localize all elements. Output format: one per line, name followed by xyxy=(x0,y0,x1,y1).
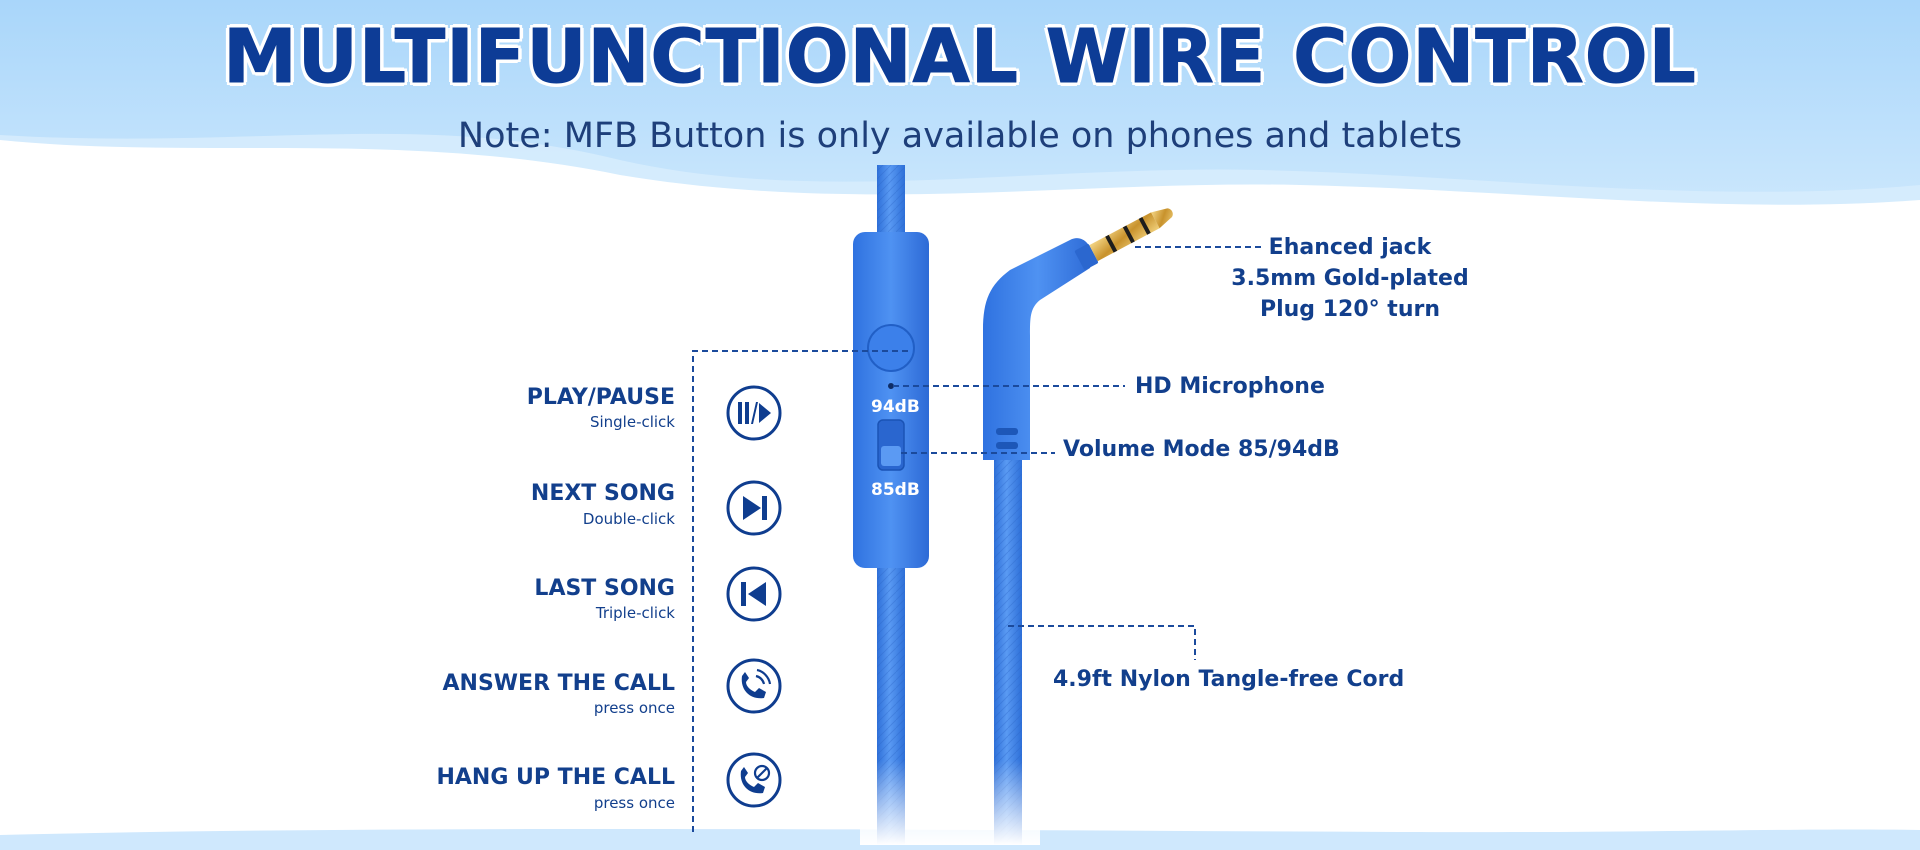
cable-fade xyxy=(860,760,1040,845)
answer-call-label: ANSWER THE CALL xyxy=(442,671,676,696)
plug-body xyxy=(983,238,1093,460)
hang-up-call-label: HANG UP THE CALL xyxy=(436,765,675,790)
availability-note: Note: MFB Button is only available on ph… xyxy=(457,116,1463,156)
next-song-label: NEXT SONG xyxy=(530,481,675,506)
next-song-icon xyxy=(726,480,782,536)
page-title: MULTIFUNCTIONAL WIRE CONTROL xyxy=(223,14,1697,101)
leader-lines xyxy=(692,246,1262,832)
jack-line-2: 3.5mm Gold-plated xyxy=(1231,266,1469,291)
jack-description: Ehanced jack 3.5mm Gold-plated Plug 120°… xyxy=(1225,232,1475,325)
play-pause-icon xyxy=(726,385,782,441)
next-song-action: Double-click xyxy=(582,510,675,528)
volume-mode-label: Volume Mode 85/94dB xyxy=(1063,437,1340,462)
answer-call-icon xyxy=(726,658,782,714)
cord-label: 4.9ft Nylon Tangle-free Cord xyxy=(1053,667,1405,692)
jack-line-1: Ehanced jack xyxy=(1268,235,1432,260)
hang-up-call-icon xyxy=(726,752,782,808)
inline-controller xyxy=(853,232,929,568)
jack-line-3: Plug 120° turn xyxy=(1259,297,1440,322)
volume-low-label: 85dB xyxy=(871,480,920,500)
hang-up-call-action: press once xyxy=(593,794,675,812)
microphone-label: HD Microphone xyxy=(1135,374,1325,399)
last-song-icon xyxy=(726,566,782,622)
play-pause-action: Single-click xyxy=(589,413,675,431)
answer-call-action: press once xyxy=(593,699,675,717)
last-song-action: Triple-click xyxy=(595,604,675,622)
gold-jack xyxy=(1074,208,1173,270)
last-song-label: LAST SONG xyxy=(534,576,675,601)
play-pause-label: PLAY/PAUSE xyxy=(526,385,675,410)
volume-high-label: 94dB xyxy=(871,397,920,417)
